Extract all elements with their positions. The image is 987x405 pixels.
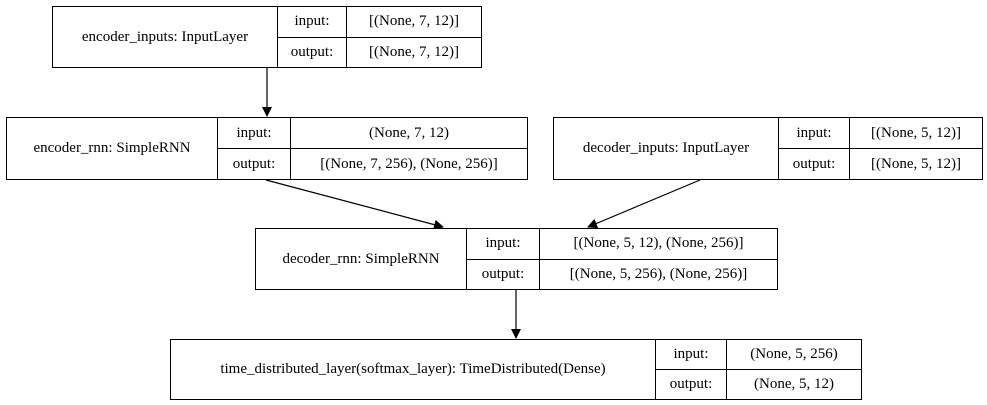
input-label: input: [779,118,850,148]
io-table: input: [(None, 5, 12)] output: [(None, 5, … [779,118,982,179]
node-decoder-inputs: decoder_inputs: InputLayer input: [(None,… [553,117,983,180]
io-table: input: [(None, 7, 12)] output: [(None, 7, … [278,7,481,67]
node-name: decoder_inputs: InputLayer [554,118,779,179]
node-encoder-rnn: encoder_rnn: SimpleRNN input: (None, 7, 1… [6,117,528,180]
output-value: [(None, 7, 256), (None, 256)] [320,155,498,172]
output-value: (None, 5, 12) [754,376,834,392]
node-name: encoder_rnn: SimpleRNN [7,118,218,179]
input-value: (None, 5, 256) [750,346,838,362]
input-value: [(None, 5, 12)] [871,124,961,141]
io-table: input: [(None, 5, 12), (None, 256)] outpu… [467,229,777,289]
edge-decoder-inputs-to-decoder-rnn [587,179,701,229]
node-name: decoder_rnn: SimpleRNN [256,229,467,289]
output-label: output: [779,149,850,179]
input-value: [(None, 5, 12), (None, 256)] [573,235,744,252]
node-time-distributed: time_distributed_layer(softmax_layer): T… [170,339,862,400]
output-label: output: [656,370,727,399]
edge-encoder-rnn-to-decoder-rnn [265,179,444,230]
output-label: output: [218,149,291,179]
input-label: input: [467,229,540,259]
output-label: output: [278,37,347,67]
node-decoder-rnn: decoder_rnn: SimpleRNN input: [(None, 5, … [255,228,778,290]
output-label: output: [467,259,540,289]
input-label: input: [218,118,291,148]
io-table: input: (None, 5, 256) output: (None, 5, 12… [656,340,861,399]
output-value: [(None, 5, 256), (None, 256)] [569,265,748,282]
output-value: [(None, 5, 12)] [871,155,961,172]
node-name: time_distributed_layer(softmax_layer): T… [171,340,656,399]
input-label: input: [656,340,727,369]
input-value: [(None, 7, 12)] [369,13,459,30]
input-value: (None, 7, 12) [369,124,449,141]
output-value: [(None, 7, 12)] [369,43,459,60]
input-label: input: [278,7,347,37]
node-name: encoder_inputs: InputLayer [53,7,278,67]
node-encoder-inputs: encoder_inputs: InputLayer input: [(None,… [52,6,482,68]
io-table: input: (None, 7, 12) output: [(None, 7, 25… [218,118,527,179]
